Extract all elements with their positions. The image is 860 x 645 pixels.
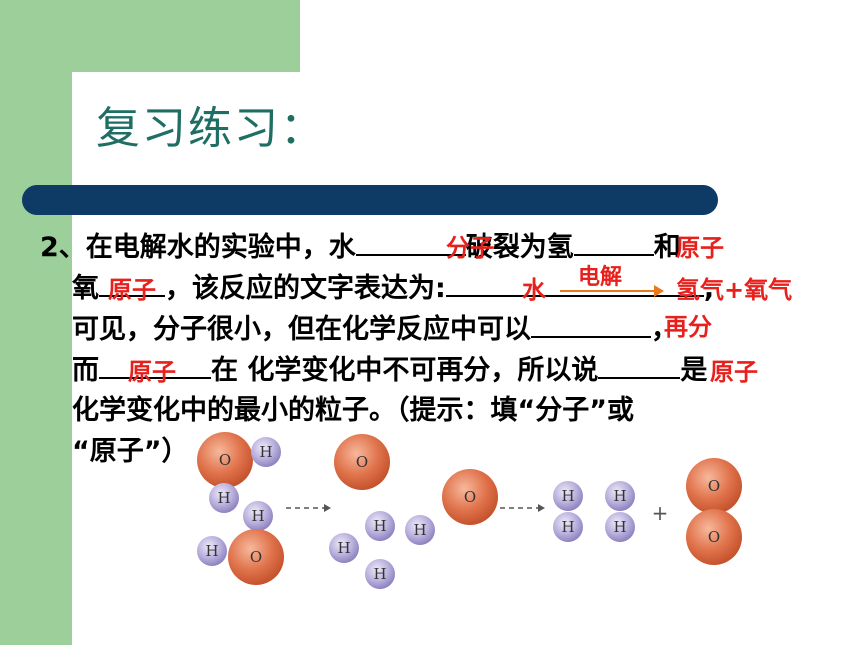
reaction-arrow <box>560 290 656 292</box>
text-segment: 破裂为氢 <box>465 232 574 263</box>
hydrogen-atom <box>365 511 395 541</box>
hydrogen-atom <box>243 501 273 531</box>
plus-sign: + <box>652 501 669 525</box>
text-segment: 、在电解水的实验中，水 <box>58 232 356 263</box>
answer-7: 原子 <box>710 358 758 386</box>
hydrogen-atom <box>251 437 281 467</box>
hydrogen-label: H <box>613 487 626 505</box>
dashed-arrowhead-2 <box>538 504 545 512</box>
oxygen-label: O <box>708 477 720 495</box>
blank-4 <box>445 267 704 297</box>
oxygen-label: O <box>356 453 368 471</box>
oxygen-atom <box>442 469 498 525</box>
hydrogen-label: H <box>613 518 626 536</box>
hydrogen-label: H <box>413 521 426 539</box>
green-left-band <box>0 0 72 645</box>
hydrogen-label: H <box>373 517 386 535</box>
oxygen-label: O <box>219 451 231 469</box>
hydrogen-atom <box>553 512 583 542</box>
hydrogen-label: H <box>259 443 272 461</box>
answer-6: 原子 <box>128 358 176 386</box>
oxygen-atom <box>334 434 390 490</box>
line-6: “原子”） <box>72 436 189 467</box>
blank-6 <box>99 349 211 379</box>
hydrogen-atom <box>209 483 239 513</box>
hydrogen-label: H <box>205 542 218 560</box>
dashed-arrowhead-1 <box>324 504 331 512</box>
hydrogen-atom <box>405 515 435 545</box>
oxygen-atom <box>686 509 742 565</box>
hydrogen-label: H <box>251 507 264 525</box>
answer-2: 原子 <box>676 234 724 262</box>
answer-4-products: 氢气+氧气 <box>676 276 793 304</box>
blank-5 <box>531 308 651 338</box>
blank-3 <box>99 267 165 297</box>
text-segment: , <box>703 273 715 304</box>
slide-title: 复习练习： <box>96 103 326 154</box>
text-segment: ， <box>651 314 678 345</box>
oxygen-atom <box>197 432 253 488</box>
blank-1 <box>355 226 466 256</box>
line-5: 化学变化中的最小的粒子。（提示：填“分子”或 <box>72 395 634 426</box>
question-number: 2 <box>40 232 59 263</box>
oxygen-label: O <box>250 548 262 566</box>
hydrogen-label: H <box>561 487 574 505</box>
hydrogen-atom <box>329 533 359 563</box>
text-segment: 是 <box>680 355 708 386</box>
hydrogen-atom <box>365 559 395 589</box>
blank-7 <box>598 349 681 379</box>
text-segment: 在 化学变化中不可再分，所以说 <box>211 355 599 386</box>
oxygen-atom <box>686 458 742 514</box>
answer-1: 分子 <box>446 234 494 262</box>
hydrogen-label: H <box>217 489 230 507</box>
hydrogen-atom <box>197 536 227 566</box>
hydrogen-label: H <box>337 539 350 557</box>
text-segment: ，该反应的文字表达为: <box>165 273 446 304</box>
title-divider-bar <box>22 185 718 215</box>
hydrogen-atom <box>605 481 635 511</box>
line-3: 可见，分子很小，但在化学反应中可以 ， <box>72 308 678 350</box>
hydrogen-atom <box>553 481 583 511</box>
answer-4-reactant: 水 <box>522 276 546 304</box>
text-segment: 而 <box>72 355 99 386</box>
hydrogen-atom <box>605 512 635 542</box>
oxygen-atom <box>228 529 284 585</box>
oxygen-label: O <box>708 528 720 546</box>
hydrogen-label: H <box>561 518 574 536</box>
line-2: 氧 ，该反应的文字表达为:, <box>72 267 714 309</box>
text-segment: 和 <box>653 232 681 263</box>
answer-4-condition: 电解 <box>578 265 623 290</box>
reaction-arrowhead <box>654 285 664 297</box>
hydrogen-label: H <box>373 565 386 583</box>
answer-5: 再分 <box>664 313 712 341</box>
text-segment: 可见，分子很小，但在化学反应中可以 <box>72 314 531 345</box>
oxygen-label: O <box>464 488 476 506</box>
line-1: 2、在电解水的实验中，水 破裂为氢 和 <box>40 226 681 268</box>
answer-3: 原子 <box>108 276 156 304</box>
line-4: 而 在 化学变化中不可再分，所以说 是 <box>72 349 707 391</box>
blank-2 <box>573 226 654 256</box>
text-segment: 氧 <box>72 273 99 304</box>
